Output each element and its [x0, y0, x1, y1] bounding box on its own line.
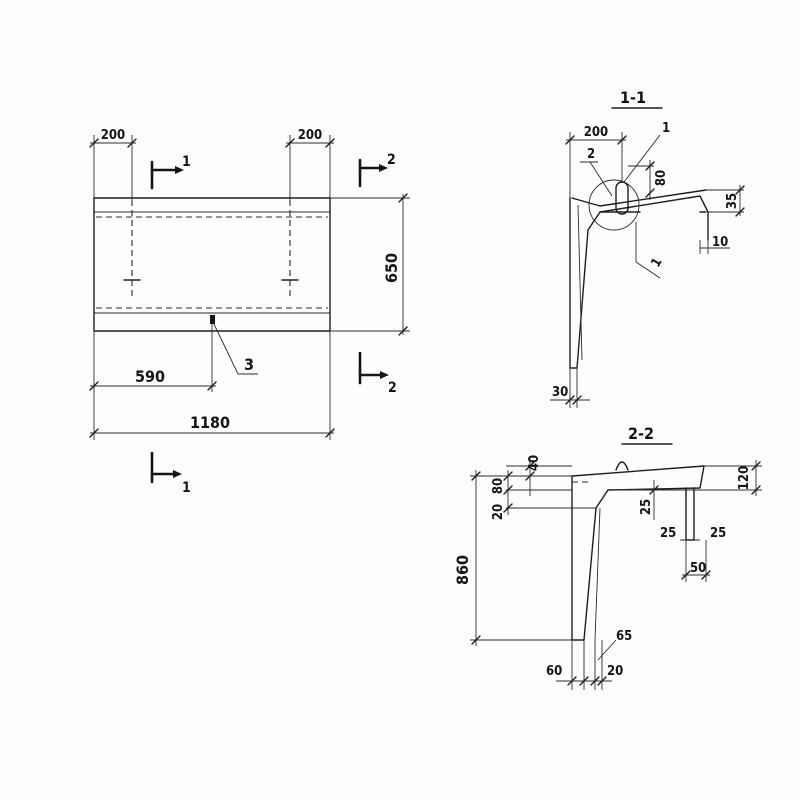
svg-text:2: 2 [387, 152, 396, 168]
dim-label-30: 30 [552, 385, 568, 400]
section-2-profile-outer [571, 465, 705, 641]
dim-tick [89, 381, 99, 391]
dim-label-860: 860 [453, 555, 472, 585]
dim-label-20-bottom: 20 [607, 664, 623, 679]
section-2-wall-inner [594, 507, 601, 641]
dim-tick [89, 428, 99, 438]
dim-label-left-200: 200 [101, 128, 125, 143]
dim-label-35: 35 [725, 193, 740, 209]
callout-label-3: 3 [244, 355, 254, 374]
section-title-1-1: 1-1 [620, 88, 646, 107]
dim-tick [127, 138, 137, 148]
dim-label-120: 120 [737, 466, 752, 490]
dim-tick [398, 326, 408, 336]
plan-outline [93, 197, 331, 332]
dim-tick [398, 193, 408, 203]
dim-label-200: 200 [584, 125, 608, 140]
dim-label-80: 80 [491, 478, 506, 494]
dim-label-50: 50 [690, 561, 706, 576]
dim-tick [325, 428, 335, 438]
callout-leader-3 [212, 321, 239, 375]
dim-tick [89, 138, 99, 148]
dim-tick [207, 381, 217, 391]
section-1-profile-outer [569, 195, 709, 369]
svg-text:1: 1 [182, 480, 191, 496]
section-2-2: 2-2 40 80 20 860 [453, 424, 762, 690]
callout-leader-65 [597, 639, 617, 661]
section-mark-2-bottom: 2 [358, 351, 397, 396]
svg-text:2: 2 [388, 380, 397, 396]
section-1-profile-top [571, 189, 707, 207]
dim-label-80: 80 [654, 170, 669, 186]
dim-label-20: 20 [491, 504, 506, 520]
callout-label-1: 1 [662, 121, 670, 136]
dim-tick [285, 138, 295, 148]
svg-text:1: 1 [182, 154, 191, 170]
dim-label-right-200: 200 [298, 128, 322, 143]
dim-label-10: 10 [712, 235, 728, 250]
dim-label-25-vert: 25 [639, 499, 654, 515]
dim-label-590: 590 [135, 367, 165, 386]
dim-label-40: 40 [527, 455, 542, 471]
callout-leader-1 [623, 134, 661, 183]
dim-label-65: 65 [616, 629, 632, 644]
callout-label-2: 2 [587, 147, 595, 162]
section-mark-1-bottom: 1 [150, 451, 191, 496]
callout-leader-2 [589, 161, 613, 197]
plan-view: 200 200 650 590 1180 3 1 [89, 128, 410, 496]
section-mark-1-top: 1 [150, 154, 191, 190]
dim-label-25-left: 25 [660, 526, 676, 541]
dim-label-60: 60 [546, 664, 562, 679]
embedded-part-mark [210, 315, 215, 324]
section-mark-2-top: 2 [358, 152, 396, 188]
section-1-wall-inner [577, 204, 583, 361]
section-1-1: 1-1 200 1 2 1 80 [550, 88, 745, 408]
section-title-2-2: 2-2 [628, 424, 654, 443]
dim-label-25-right: 25 [710, 526, 726, 541]
detail-circle [588, 179, 640, 231]
anchor-loop-top [615, 461, 629, 471]
dim-label-1180: 1180 [190, 413, 230, 432]
callout-label-1-lower: 1 [648, 255, 665, 270]
dim-tick [325, 138, 335, 148]
dim-label-height: 650 [382, 253, 401, 283]
